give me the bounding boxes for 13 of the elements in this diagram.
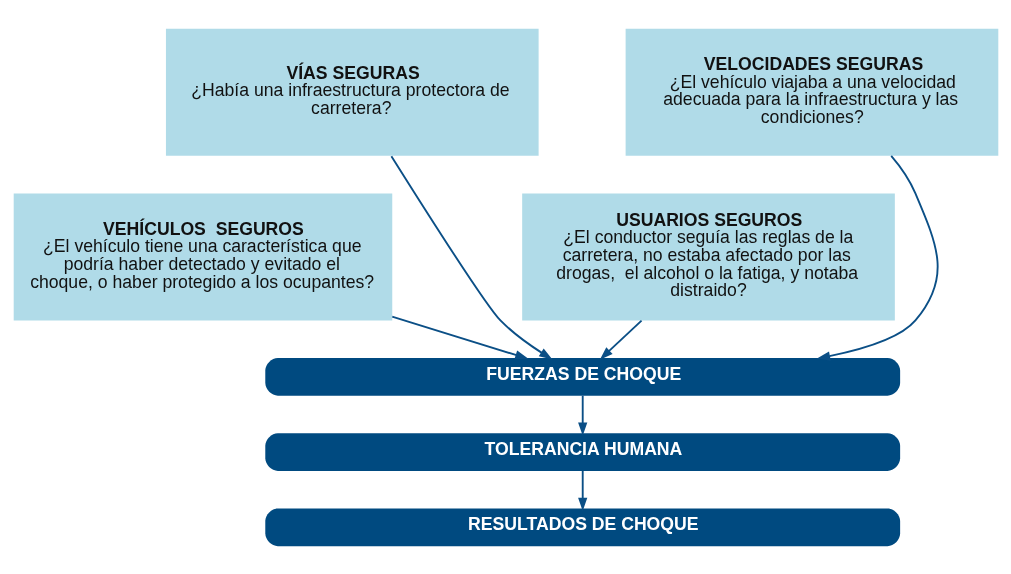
arrow (577, 394, 587, 436)
node-box: USUARIOS SEGUROS ¿El conductor seguía las reglas de la carretera, no estaba afectado por las drogas, el alcohol o la fatiga, y notaba distraido? (521, 192, 895, 320)
node-box: VÍAS SEGURAS ¿Había una infraestructura protectora de carretera? (165, 28, 539, 156)
node-box: VEHÍCULOS SEGUROS ¿El vehículo tiene una característica que podría haber detectado y evitado el choque, o haber protegido a los ocupantes? (13, 192, 392, 320)
arrow (816, 154, 939, 361)
arrow (389, 154, 552, 359)
node-box: TOLERANCIA HUMANA (264, 432, 900, 471)
arrow (599, 319, 642, 360)
node-box: VELOCIDADES SEGURAS ¿El vehículo viajaba a una velocidad adecuada para la infraestructura y las condiciones? (625, 28, 998, 156)
node-box: FUERZAS DE CHOQUE (264, 357, 900, 396)
arrow (390, 315, 528, 359)
arrow (577, 469, 587, 511)
node-box: RESULTADOS DE CHOQUE (264, 508, 900, 546)
